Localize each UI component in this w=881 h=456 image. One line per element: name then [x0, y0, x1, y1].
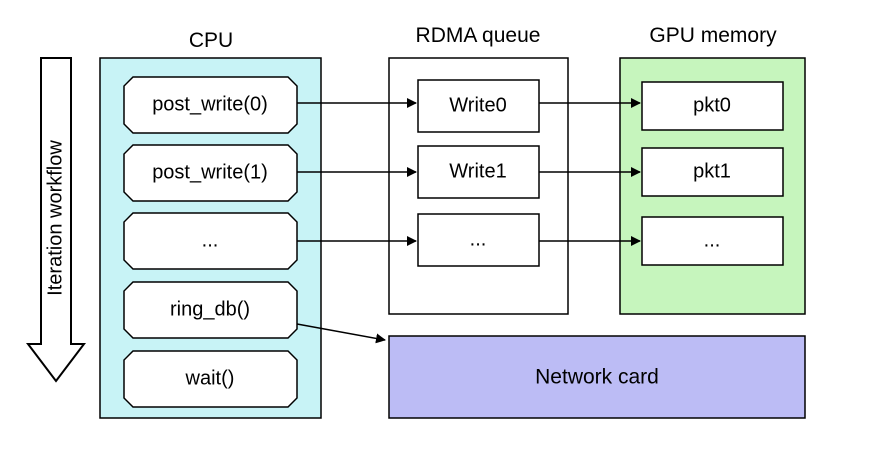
rdma-queue-item: Write1 — [417, 145, 540, 199]
gpu-memory-item: pkt1 — [641, 147, 784, 197]
gpu-memory-item: pkt0 — [641, 81, 784, 131]
cpu-step: post_write(0) — [123, 76, 298, 134]
rdma-queue-item-label: Write0 — [449, 94, 506, 116]
iteration-workflow-label: Iteration workflow — [44, 140, 66, 296]
cpu-step: ring_db() — [123, 281, 298, 339]
gpu-memory-title: GPU memory — [649, 24, 777, 47]
iteration-workflow-arrow — [25, 57, 87, 383]
gpu-memory-item-label: pkt0 — [693, 94, 731, 116]
cpu-step-label: ring_db() — [170, 298, 250, 320]
rdma-queue-item: ... — [417, 213, 540, 267]
rdma-queue-title: RDMA queue — [416, 24, 541, 47]
network-card-label: Network card — [535, 366, 659, 389]
cpu-step: post_write(1) — [123, 144, 298, 202]
cpu-step-label: post_write(0) — [152, 93, 268, 115]
cpu-title: CPU — [189, 29, 233, 52]
arrow-doorbell-to-nic — [296, 323, 386, 344]
gpu-memory-item-label: ... — [704, 229, 721, 251]
cpu-step-label: ... — [202, 229, 219, 251]
cpu-step-label: wait() — [185, 367, 235, 389]
cpu-step: ... — [123, 212, 298, 270]
cpu-step: wait() — [123, 350, 298, 408]
rdma-queue-item-label: Write1 — [449, 160, 506, 182]
gpu-memory-item: ... — [641, 216, 784, 266]
gpu-memory-item-label: pkt1 — [693, 160, 731, 182]
rdma-queue-item-label: ... — [470, 228, 487, 250]
cpu-step-label: post_write(1) — [152, 161, 268, 183]
network-card-box — [388, 335, 806, 419]
rdma-queue-item: Write0 — [417, 79, 540, 133]
